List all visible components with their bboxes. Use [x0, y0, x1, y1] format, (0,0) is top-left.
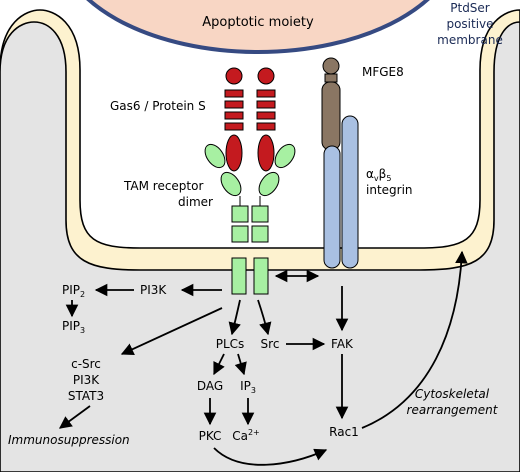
cytoskeletal-label-line1: Cytoskeletal [415, 387, 490, 401]
integrin-word-label: integrin [366, 183, 413, 197]
ip3-label: IP3 [240, 379, 256, 395]
plcs-label: PLCs [216, 337, 245, 351]
arrow-rac1-cytoskeleton [361, 250, 468, 429]
pkc-label: PKC [199, 429, 222, 443]
signal-arrows [58, 250, 468, 466]
arrow-tam-csrc [120, 307, 223, 355]
tam-label-line2: dimer [178, 195, 213, 209]
apoptotic-body [86, 0, 430, 54]
integrin-avb5 [323, 115, 359, 269]
tam-label-line1: TAM receptor [123, 179, 203, 193]
arrow-tam-src [257, 299, 272, 336]
arrow-csrc-immuno [58, 405, 91, 429]
arrow-pkc-rac1 [213, 447, 328, 466]
gas6-ligand-right [256, 67, 276, 172]
pip2-label: PIP2 [62, 283, 85, 299]
arrow-tam-plcs [228, 299, 241, 336]
apoptotic-moiety-label: Apoptotic moiety [202, 15, 314, 30]
csrc-label: c-Src [71, 357, 101, 371]
mfge8-label: MFGE8 [362, 65, 404, 79]
pi3k-2-label: PI3K [73, 373, 100, 387]
dag-label: DAG [197, 379, 223, 393]
integrin-label: αvβ5 [366, 167, 391, 183]
mfge8-bridge [321, 57, 341, 151]
arrow-plcs-ip3 [234, 353, 247, 376]
tam-receptor-dimer [204, 143, 296, 295]
rac1-label: Rac1 [329, 425, 359, 439]
cytoplasm [0, 21, 520, 472]
fak-label: FAK [331, 337, 354, 351]
arrow-plcs-dag [213, 353, 225, 376]
ca-label: Ca2+ [232, 428, 260, 443]
cytoskeletal-label-line2: rearrangement [407, 403, 499, 417]
pi3k-label: PI3K [140, 283, 167, 297]
immunosuppression-label: Immunosuppression [8, 433, 130, 447]
ptdser-label-line2: positive [446, 17, 493, 31]
gas6-label: Gas6 / Protein S [110, 99, 206, 113]
src-label: Src [261, 337, 280, 351]
gas6-ligand-left [224, 67, 244, 172]
ptdser-label-line3: membrane [437, 33, 503, 47]
stat3-label: STAT3 [68, 389, 104, 403]
pip3-label: PIP3 [62, 319, 85, 335]
ptdser-label-line1: PtdSer [450, 1, 490, 15]
